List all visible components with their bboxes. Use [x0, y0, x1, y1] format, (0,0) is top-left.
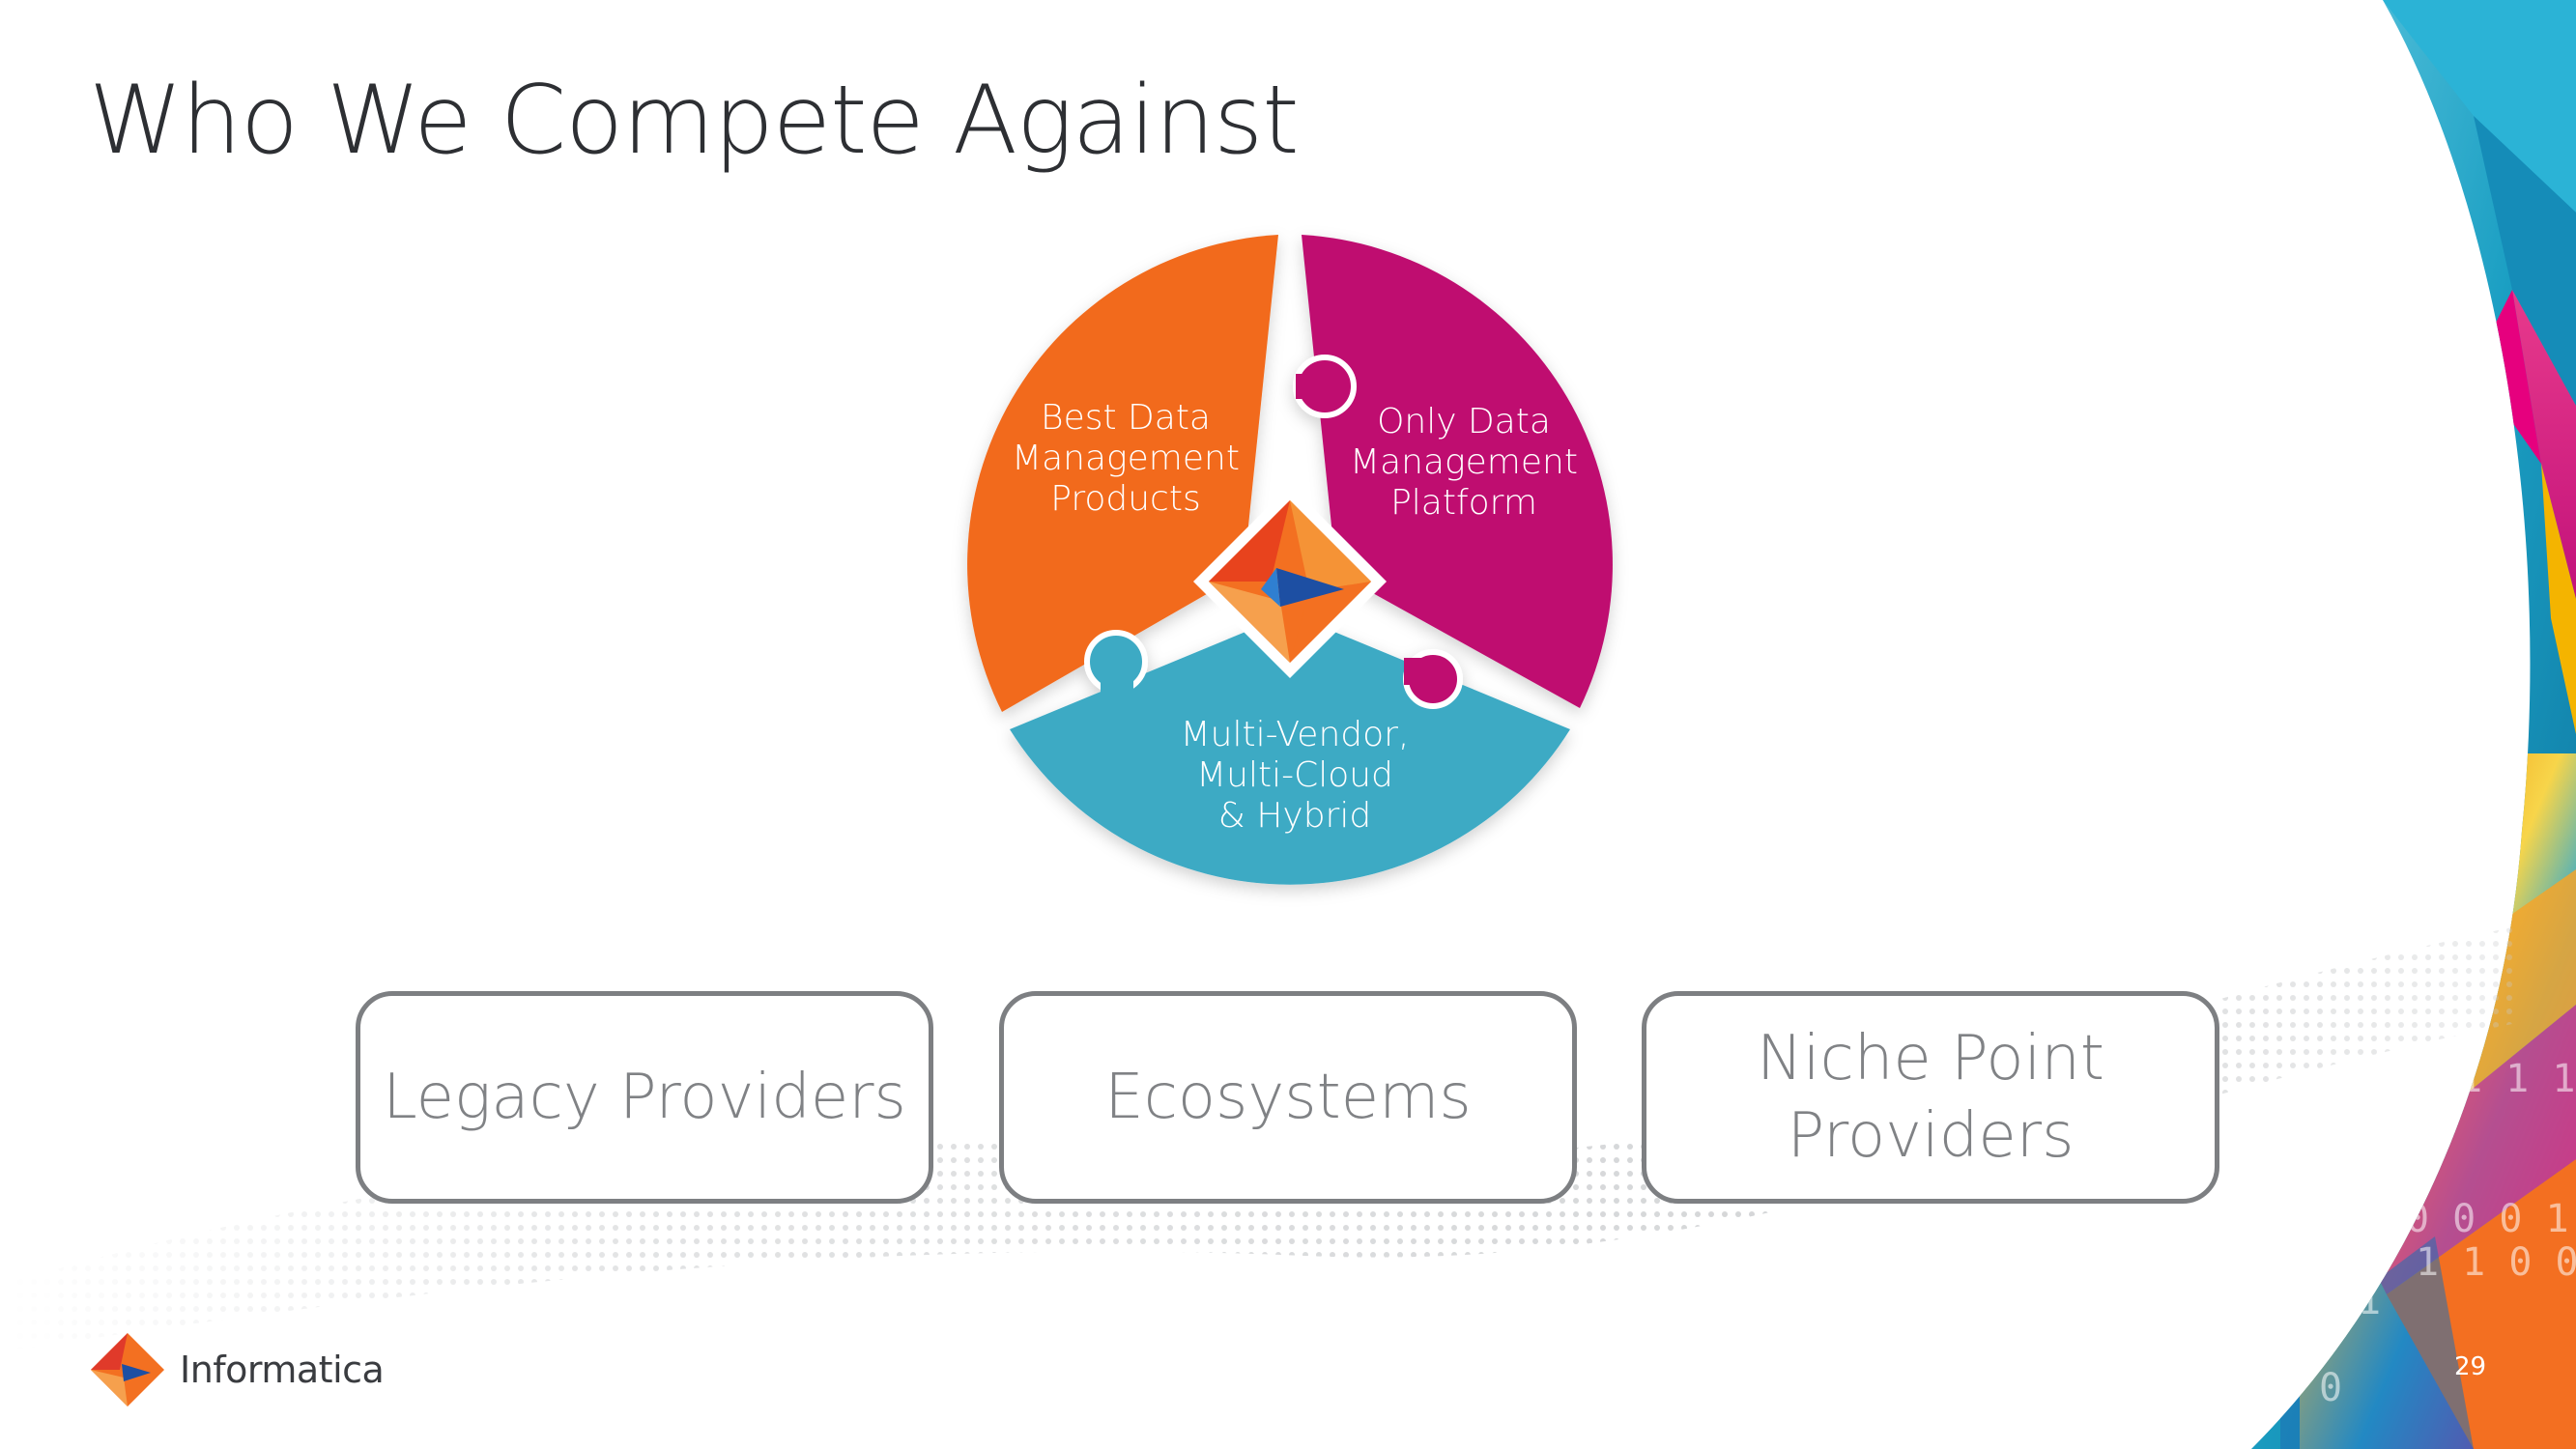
segment-magenta	[1302, 235, 1613, 708]
slide-title: Who We Compete Against	[89, 66, 1300, 176]
puzzle-graphic	[967, 235, 1613, 885]
informatica-logo-icon	[91, 1333, 164, 1406]
svg-text:0: 0	[2319, 1366, 2342, 1410]
svg-text:0 0 0 1: 0 0 0 1	[2406, 1197, 2569, 1241]
segment-label-line: & Hybrid	[1217, 796, 1372, 836]
competitor-label: Niche Point	[1756, 1023, 2105, 1094]
competitor-box-niche: Niche Point Providers	[1642, 991, 2219, 1204]
segment-label-line: Platform	[1390, 483, 1537, 523]
page-number: 29	[2454, 1352, 2487, 1381]
competitor-label: Legacy Providers	[383, 1062, 906, 1133]
segment-label-orange: Best Data Management Products	[981, 398, 1271, 520]
competitor-label: Ecosystems	[1104, 1062, 1472, 1133]
segment-label-line: Management	[1350, 442, 1578, 482]
segment-label-line: Only Data	[1377, 402, 1551, 441]
segment-label-line: Best Data	[1041, 398, 1211, 438]
segment-label-teal: Multi-Vendor, Multi-Cloud & Hybrid	[1150, 715, 1440, 837]
competitor-box-ecosystems: Ecosystems	[999, 991, 1577, 1204]
segment-orange	[967, 235, 1278, 712]
brand-name: Informatica	[180, 1349, 385, 1391]
decorative-dot-wave	[0, 927, 2512, 1352]
informatica-diamond-icon	[1193, 485, 1387, 678]
brand-logo: Informatica	[89, 1331, 385, 1408]
segment-label-line: Management	[1012, 439, 1240, 478]
competitor-box-legacy: Legacy Providers	[356, 991, 933, 1204]
segment-label-line: Multi-Vendor,	[1180, 715, 1410, 754]
svg-text:1 1 0 0: 1 1 0 0	[2416, 1240, 2576, 1285]
competitor-label: Providers	[1787, 1100, 2075, 1172]
puzzle-circle: Best Data Management Products Only Data …	[928, 203, 1662, 937]
segment-label-line: Products	[1050, 479, 1201, 519]
segment-label-line: Multi-Cloud	[1196, 755, 1393, 795]
segment-label-magenta: Only Data Management Platform	[1319, 402, 1609, 524]
